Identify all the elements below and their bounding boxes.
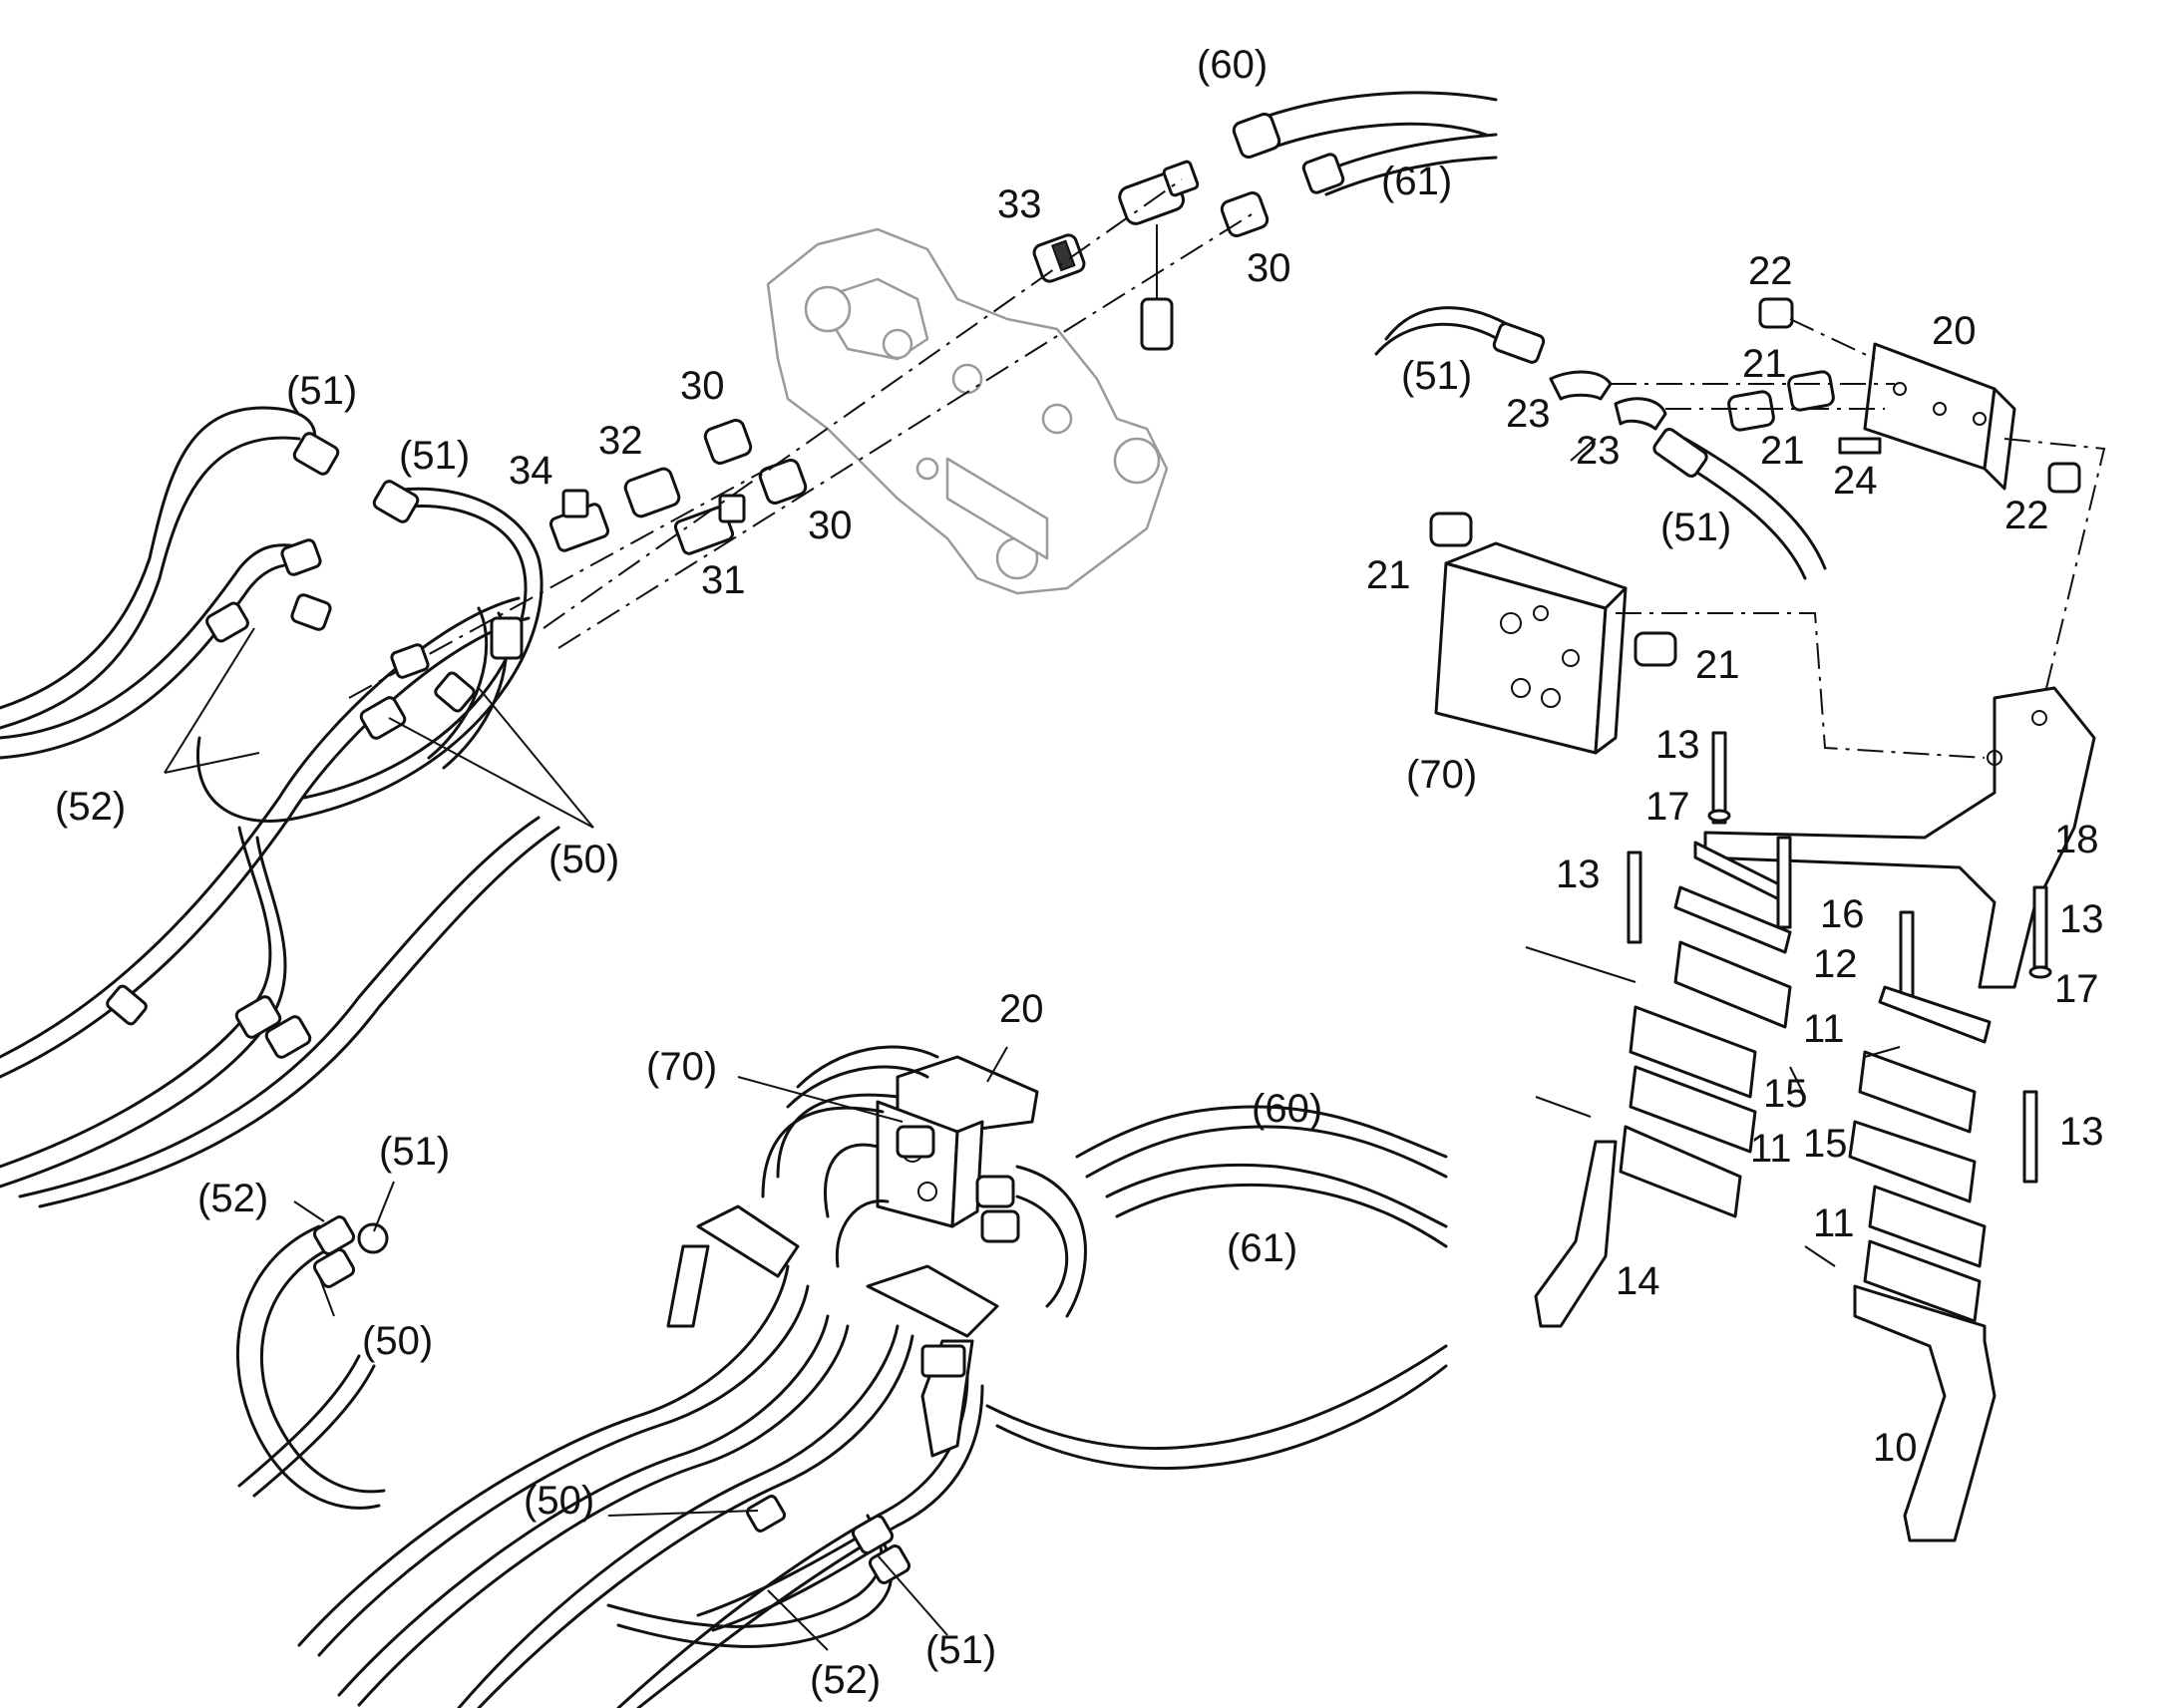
callout-24: 24 [1833,459,1878,503]
callout-21-a: 21 [1742,342,1787,386]
callout-61-bottom: (61) [1227,1226,1297,1270]
block-70 [1429,512,1986,759]
block-20-top [1863,342,2016,491]
callout-51-upper-a: (51) [286,369,357,413]
fitting-30-low [758,458,808,506]
callout-70-bottom: (70) [646,1045,717,1089]
bottom-hose-ends [312,1215,911,1584]
clamp-stack-right [1848,885,2052,1542]
fittings-right-top [1549,297,2106,759]
fitting-33 [1032,233,1086,283]
hoses-60-61-top [1232,91,1498,196]
callout-51-right-b: (51) [1660,506,1731,549]
callout-30-mid: 30 [680,364,725,408]
fitting-30-top [1220,190,1270,238]
callout-70-right: (70) [1406,753,1477,797]
callout-30-low: 30 [808,504,853,547]
callout-21-b: 21 [1760,429,1805,473]
callout-20-top: 20 [1932,309,1977,353]
callout-21-d: 21 [1695,643,1740,687]
valve-body-ghost [766,227,1169,595]
callout-11-a: 11 [1803,1007,1845,1051]
callout-16: 16 [1820,892,1865,936]
hose-end-51-upper [292,432,420,523]
callout-51-right-a: (51) [1401,354,1472,398]
callout-60-bottom: (60) [1252,1087,1322,1131]
tee-fitting-top [1118,160,1200,351]
bracket-18 [1703,686,2096,989]
callout-60-top: (60) [1197,43,1268,87]
callout-61-top: (61) [1381,160,1452,203]
callout-23-a: 23 [1506,392,1551,436]
callout-34: 34 [509,449,553,493]
callout-32: 32 [598,419,643,463]
callout-52-bottom-left: (52) [197,1177,268,1220]
callout-10: 10 [1873,1426,1918,1470]
callout-50-bottom-left: (50) [362,1319,433,1363]
callout-14: 14 [1616,1259,1660,1303]
callout-17-a: 17 [1645,785,1690,829]
hose-51-right [1374,306,1827,580]
callout-51-bottom: (51) [925,1628,996,1672]
fitting-30-mid [703,418,753,466]
tee-fitting-34 [548,489,610,552]
callout-33: 33 [997,182,1042,226]
callout-50-bottom: (50) [524,1479,594,1523]
fitting-32 [623,467,681,518]
bottom-assembly-blocks [876,1055,1039,1243]
callout-15-a: 15 [1763,1072,1808,1116]
callout-18: 18 [2054,818,2099,861]
callout-13-d: 13 [2059,1110,2104,1154]
callout-30-top: 30 [1247,246,1291,290]
callout-22-right: 22 [2004,494,2049,537]
clamp-stack-left [1534,731,1915,1328]
callout-17-b: 17 [2054,967,2099,1011]
center-lines-top [348,178,1253,699]
callout-52-upper: (52) [55,785,126,829]
callout-13-a: 13 [1655,723,1700,767]
hose-ends-50-upper [359,616,524,740]
callout-20-bottom: 20 [999,987,1044,1031]
callout-22-top: 22 [1748,249,1793,293]
callout-11-b: 11 [1750,1127,1792,1171]
hose-ends-52-upper [205,538,332,643]
callout-31: 31 [701,558,746,602]
callout-12: 12 [1813,942,1858,986]
bottom-brackets [666,1204,999,1458]
callout-21-c: 21 [1366,553,1411,597]
callout-52-bottom: (52) [810,1658,881,1702]
callout-13-b: 13 [1556,853,1601,896]
lower-left-hose-ends [106,984,312,1059]
callout-51-upper-b: (51) [399,434,470,478]
callout-labels: (60) (61) 33 30 30 30 32 34 31 (51) (51)… [55,43,2104,1702]
callout-11-c: 11 [1813,1201,1855,1245]
tee-fitting-31 [673,494,746,555]
callout-13-c: 13 [2059,897,2104,941]
leader-lines [164,438,1901,1651]
callout-15-b: 15 [1803,1122,1848,1166]
callout-50-upper: (50) [548,838,619,881]
callout-23-b: 23 [1576,429,1621,473]
callout-51-bottom-left: (51) [379,1130,450,1174]
